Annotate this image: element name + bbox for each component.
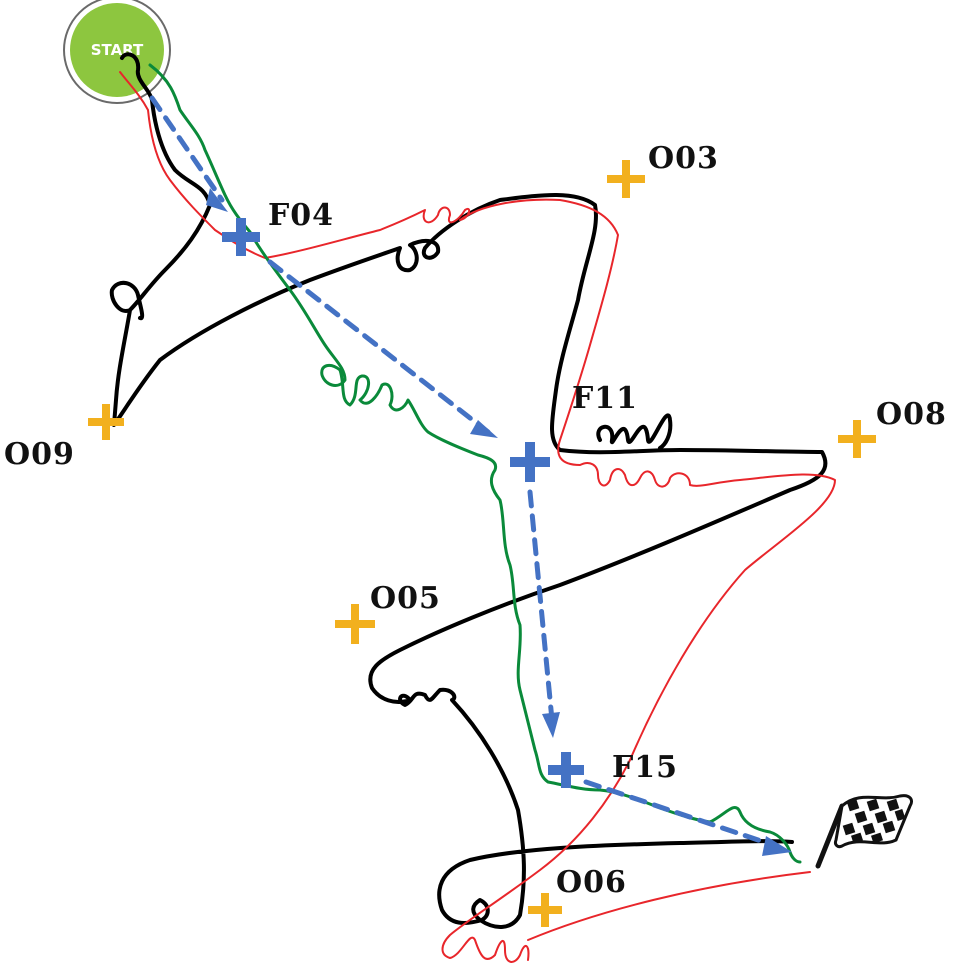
dashed-route <box>149 95 779 849</box>
feeder-f15-icon <box>548 752 584 788</box>
green-path <box>148 63 802 864</box>
feeder-f04-icon <box>222 218 260 256</box>
black-path <box>109 52 828 929</box>
feeder-label-f11: F11 <box>572 381 638 416</box>
obstacle-o06-icon <box>528 893 562 927</box>
flag-checks <box>842 798 906 844</box>
feeder-markers <box>222 218 584 788</box>
obstacle-label-o06: O06 <box>556 865 627 900</box>
feeder-label-f15: F15 <box>612 750 678 785</box>
obstacle-o03-icon <box>607 160 645 198</box>
red-path <box>119 71 836 963</box>
flag-pole <box>815 803 845 869</box>
arrowhead-icon <box>542 712 560 738</box>
arrowhead-icon <box>206 188 228 212</box>
red-path-tail <box>527 871 811 941</box>
dashed-route-arrowheads <box>206 188 792 856</box>
feeder-label-f04: F04 <box>268 198 334 233</box>
obstacle-label-o08: O08 <box>876 397 947 432</box>
arrowhead-icon <box>470 420 498 438</box>
obstacle-markers <box>88 160 876 927</box>
marker-labels: F04 F11 F15 O03 O05 O06 O08 O09 <box>4 141 947 900</box>
checkered-flag-icon <box>815 794 914 869</box>
obstacle-o09-icon <box>88 404 124 440</box>
start-disc <box>70 3 164 97</box>
obstacle-label-o03: O03 <box>648 141 719 176</box>
obstacle-o08-icon <box>838 420 876 458</box>
feeder-mid-icon <box>510 442 550 482</box>
obstacle-o05-icon <box>335 604 375 644</box>
obstacle-label-o05: O05 <box>370 581 441 616</box>
obstacle-label-o09: O09 <box>4 437 75 472</box>
black-loops-f11 <box>596 413 673 450</box>
arrowhead-icon <box>762 836 792 856</box>
start-marker: START <box>63 0 171 104</box>
